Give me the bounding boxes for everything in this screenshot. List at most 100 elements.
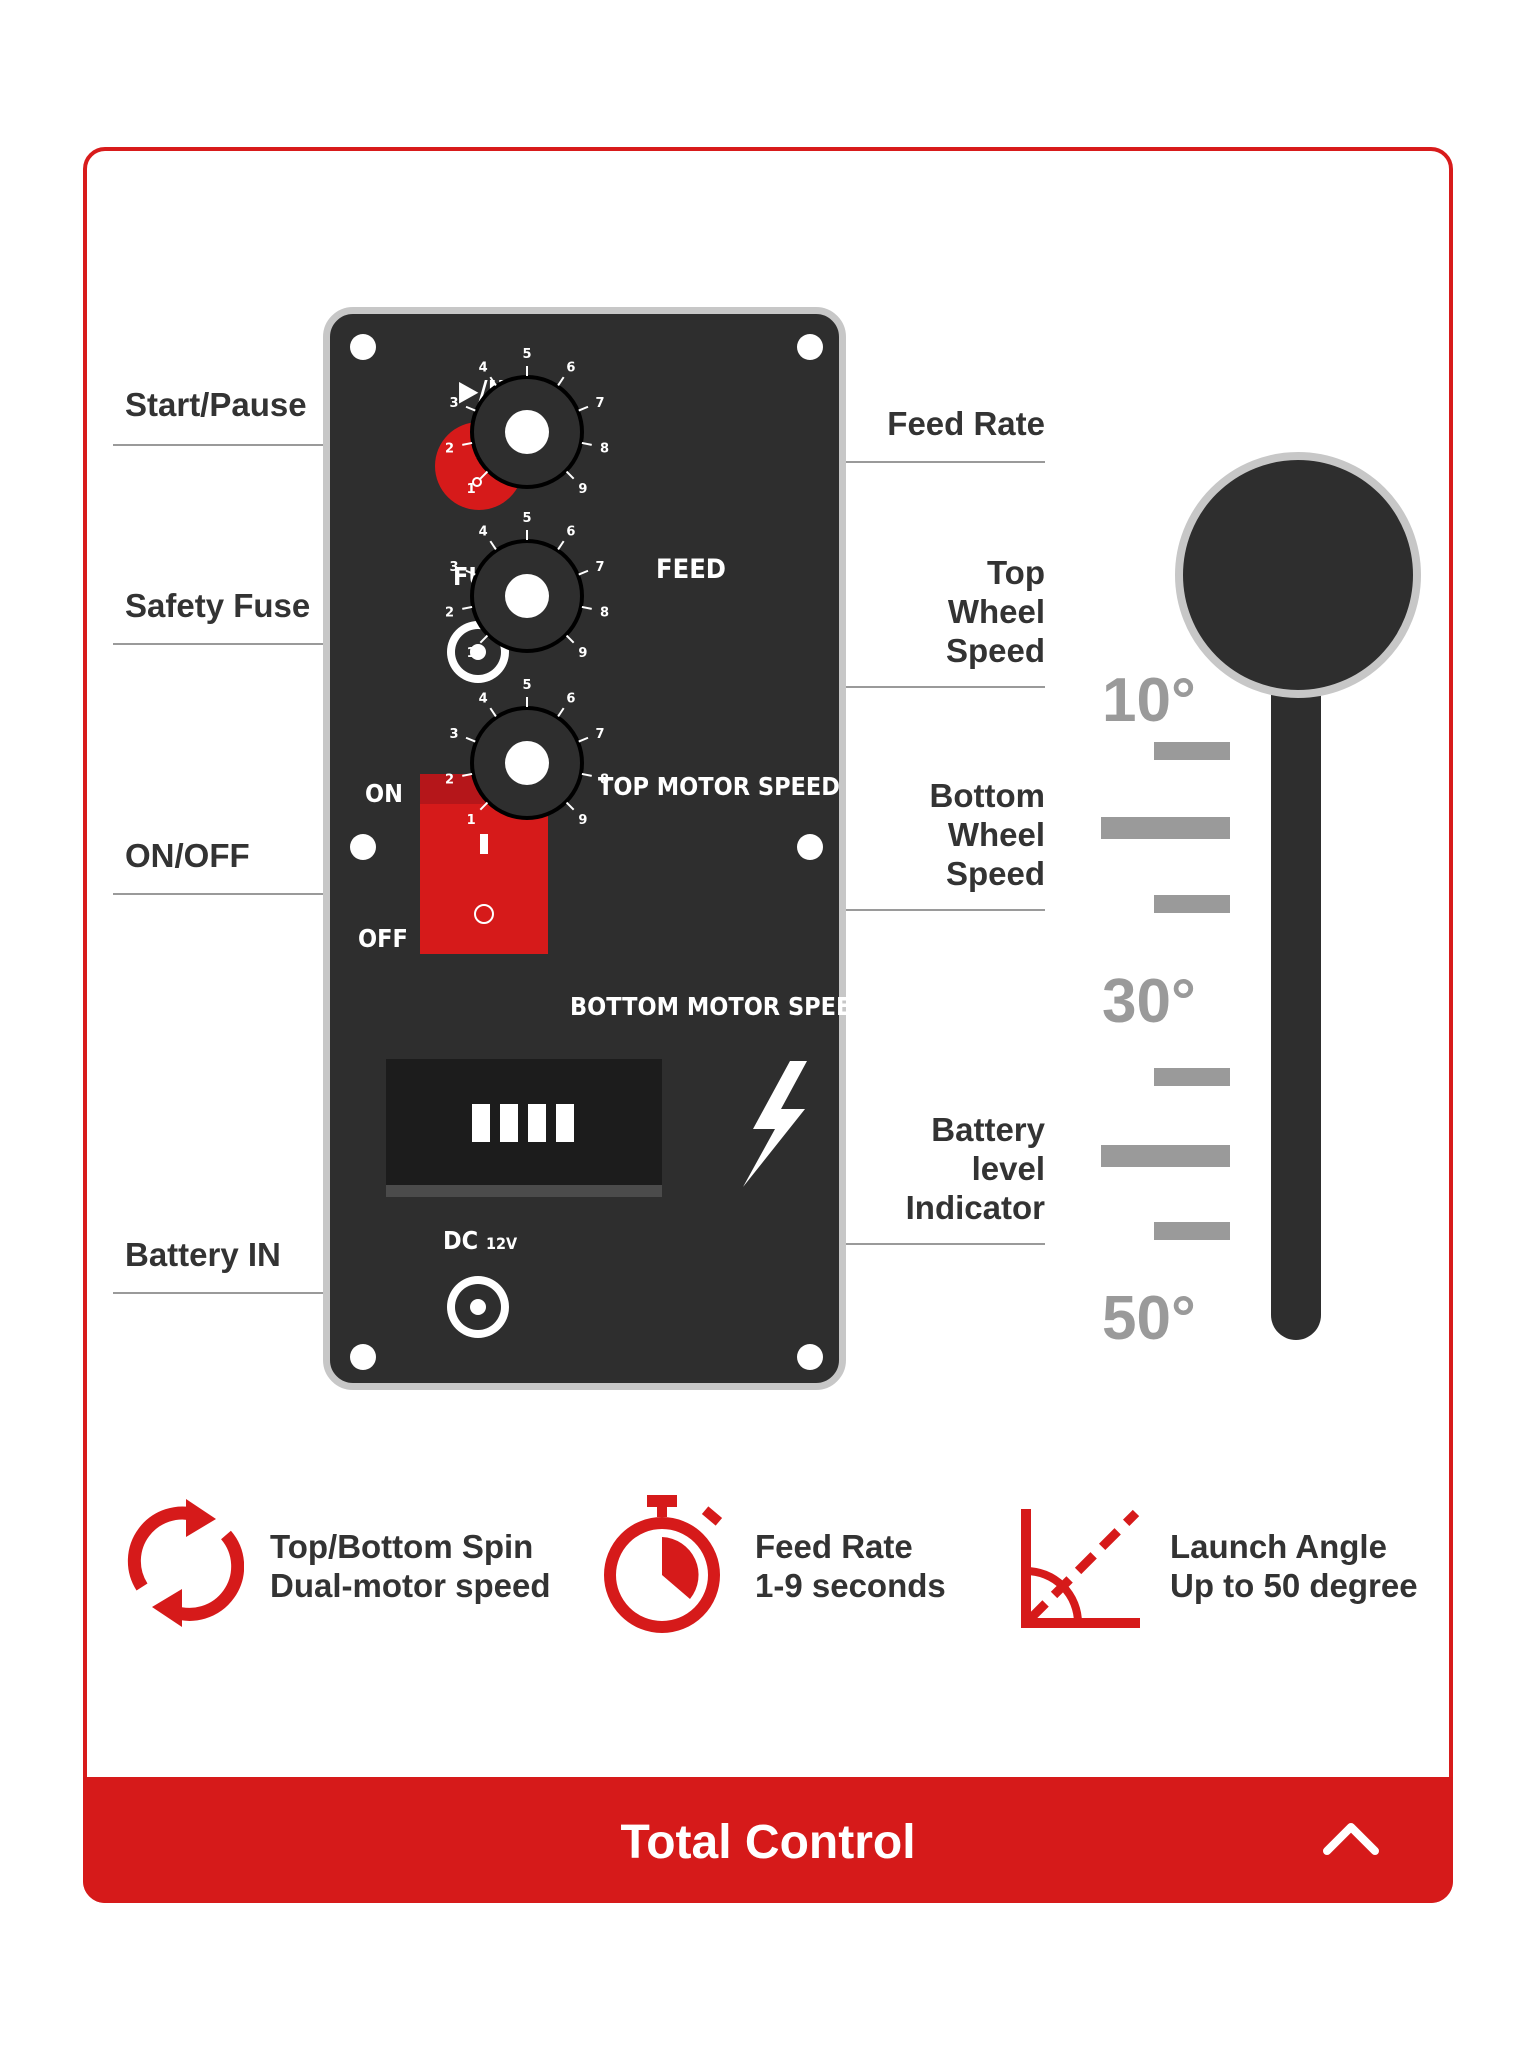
feature-spin: Top/Bottom Spin Dual-motor speed <box>270 1528 551 1604</box>
dc-label: DC 12V <box>443 1226 518 1255</box>
dial-number: 9 <box>578 646 587 661</box>
dial-tick <box>489 376 497 386</box>
dial-tick <box>462 605 473 610</box>
dial-tick <box>565 470 575 480</box>
dial-knob <box>505 410 549 454</box>
dial-knob <box>505 741 549 785</box>
angle-tick <box>1154 1222 1230 1240</box>
leader-line <box>822 686 1045 688</box>
chevron-up-icon[interactable] <box>1321 1817 1381 1857</box>
angle-tick <box>1101 817 1230 839</box>
dial-number: 4 <box>479 524 488 539</box>
dial-number: 6 <box>566 524 575 539</box>
screw <box>350 1344 376 1370</box>
leader-line <box>822 909 1045 911</box>
label-battery-in: Battery IN <box>125 1236 281 1273</box>
dial-knob <box>505 574 549 618</box>
battery-bar <box>528 1104 546 1142</box>
top-motor-speed-label: TOP MOTOR SPEED <box>598 772 840 801</box>
dial-number: 2 <box>445 441 454 456</box>
label-safety-fuse: Safety Fuse <box>125 587 311 624</box>
dial-tick <box>581 772 592 777</box>
leader-line <box>113 893 381 895</box>
battery-bar <box>472 1104 490 1142</box>
dial-number: 8 <box>600 441 609 456</box>
angle-lever-stem <box>1271 640 1321 1340</box>
dial-number: 7 <box>595 396 604 411</box>
dial-number: 6 <box>566 360 575 375</box>
angle-lever-knob[interactable] <box>1175 452 1421 698</box>
lightning-icon <box>743 1061 807 1187</box>
dial-tick <box>557 376 565 386</box>
total-control-bar[interactable]: Total Control <box>83 1777 1453 1903</box>
dial-tick <box>465 569 476 576</box>
feature-launch-angle: Launch Angle Up to 50 degree <box>1170 1528 1418 1604</box>
leader-line <box>113 444 418 446</box>
leader-line <box>113 1292 418 1294</box>
angle-tick <box>1101 1145 1230 1167</box>
dial-tick <box>557 707 565 717</box>
dial-number: 3 <box>449 560 458 575</box>
dial-tick <box>465 405 476 412</box>
dial-number: 8 <box>600 605 609 620</box>
label-feed-rate: Feed Rate <box>887 405 1045 442</box>
dial-tick <box>462 441 473 446</box>
dial-number: 6 <box>566 691 575 706</box>
dial-tick <box>489 707 497 717</box>
on-label: ON <box>365 779 403 808</box>
dial-number: 1 <box>467 813 476 828</box>
angle-30-label: 30° <box>1102 967 1196 1036</box>
stopwatch-icon <box>604 1495 723 1633</box>
dial-tick <box>581 441 592 446</box>
label-start-pause: Start/Pause <box>125 386 307 423</box>
dial-tick <box>479 470 489 480</box>
dial-tick <box>557 540 565 550</box>
dial-tick <box>578 405 589 412</box>
dial-number: 9 <box>578 813 587 828</box>
screw <box>797 834 823 860</box>
feed-label: FEED <box>656 554 726 585</box>
dial-tick <box>479 801 489 811</box>
dial-tick <box>581 605 592 610</box>
screw <box>350 834 376 860</box>
dial-tick <box>578 736 589 743</box>
screw <box>797 1344 823 1370</box>
label-bottom-wheel-speed: Bottom Wheel Speed <box>929 777 1045 892</box>
leader-line <box>113 643 418 645</box>
angle-tick <box>1154 1068 1230 1086</box>
dial-number: 3 <box>449 396 458 411</box>
dial-tick <box>489 540 497 550</box>
leader-line <box>650 1243 1045 1245</box>
dial-tick <box>578 569 589 576</box>
angle-10-label: 10° <box>1102 666 1196 735</box>
dial-number: 8 <box>600 772 609 787</box>
dial-number: 5 <box>522 511 531 526</box>
angle-50-label: 50° <box>1102 1284 1196 1353</box>
dial-number: 5 <box>522 678 531 693</box>
dial-tick <box>462 772 473 777</box>
dial-number: 7 <box>595 727 604 742</box>
angle-tick <box>1154 742 1230 760</box>
screw <box>350 334 376 360</box>
dial-number: 5 <box>522 347 531 362</box>
dial-tick <box>565 634 575 644</box>
rotate-arrows-icon <box>127 1499 244 1627</box>
dial-number: 2 <box>445 605 454 620</box>
leader-line <box>822 461 1045 463</box>
angle-tick <box>1154 895 1230 913</box>
screw <box>797 334 823 360</box>
dc-input-socket[interactable] <box>447 1276 509 1338</box>
off-label: OFF <box>358 924 408 953</box>
dial-number: 7 <box>595 560 604 575</box>
label-battery-level: Battery level Indicator <box>905 1111 1045 1226</box>
dial-tick <box>565 801 575 811</box>
label-on-off: ON/OFF <box>125 837 250 874</box>
battery-bar <box>500 1104 518 1142</box>
dial-number: 9 <box>578 482 587 497</box>
control-panel: ▶/II FUSE ON OFF 12345678912345678912345… <box>323 307 870 1390</box>
footer-title: Total Control <box>620 1816 916 1869</box>
dial-number: 4 <box>479 360 488 375</box>
